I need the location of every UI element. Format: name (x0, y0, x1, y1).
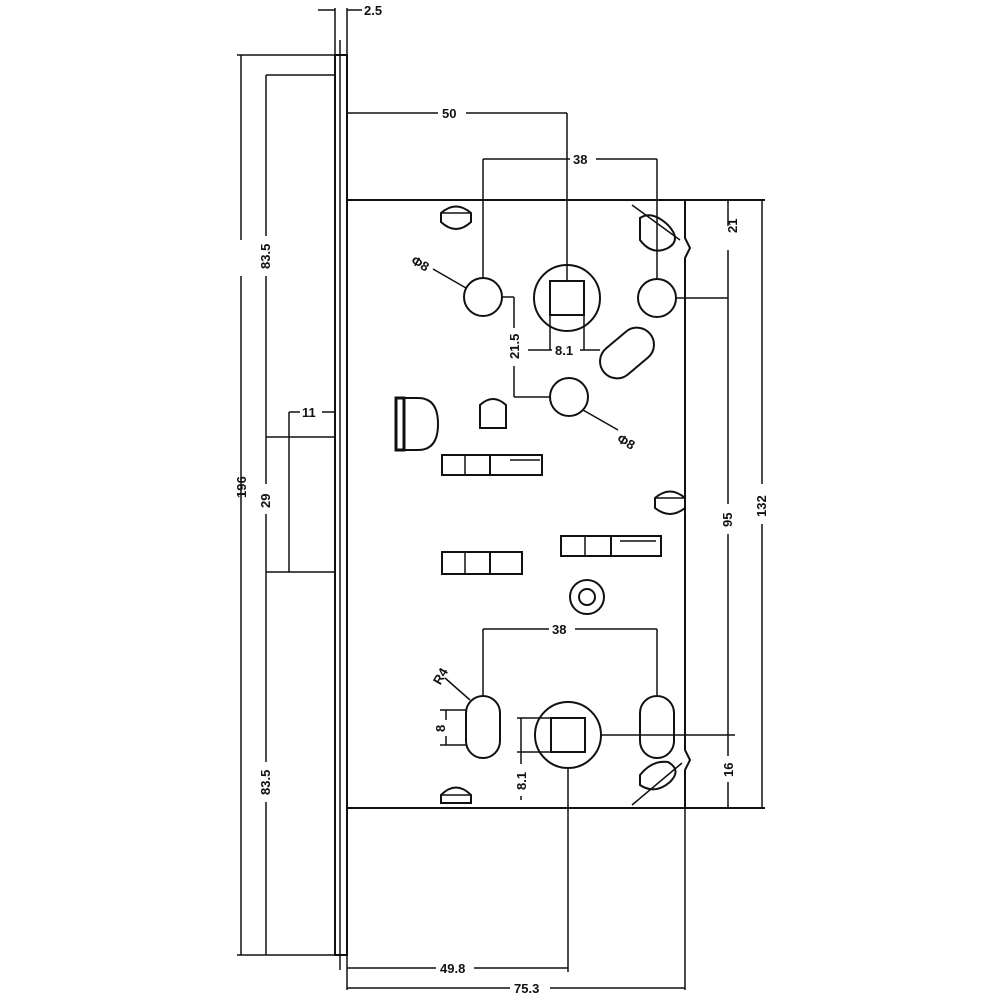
dim-centre-distance (601, 298, 735, 736)
label-slot-height: 8 (433, 725, 448, 732)
label-latch-width: 11 (302, 405, 316, 420)
washer-outer (569, 579, 605, 615)
stud-right-middle (654, 490, 686, 515)
screw-hole-middle (549, 377, 589, 417)
label-spindle-backset: 49.8 (440, 961, 465, 976)
screw-hole-top-left (463, 277, 503, 317)
dim-total-height (237, 54, 335, 956)
slot-bottom-right (639, 695, 675, 759)
label-top-offset: 21 (725, 219, 740, 233)
label-overall-depth: 75.3 (514, 981, 539, 996)
spindle-square-top (549, 280, 585, 316)
label-top-38: 38 (573, 152, 587, 167)
spindle-follower-bottom (534, 701, 602, 769)
stud-top-right (631, 204, 681, 252)
dim-faceplate-upper (265, 74, 335, 438)
screw-hole-top-right (637, 278, 677, 318)
slide-bar-upper (441, 454, 543, 476)
label-latch-height: 29 (258, 494, 273, 508)
spindle-square-bottom (550, 717, 586, 753)
leader-slot-radius (444, 677, 471, 701)
label-backset: 50 (442, 106, 456, 121)
label-bottom-38: 38 (552, 622, 566, 637)
slide-bar-lower (441, 551, 523, 575)
dim-bottom-38 (482, 628, 658, 696)
latch-opening (288, 436, 336, 573)
dim-spindle-backset (347, 768, 569, 972)
cam-oval (599, 326, 655, 380)
dim-top-38 (482, 158, 658, 279)
washer-inner (578, 588, 596, 606)
stud-bottom-left (440, 786, 472, 804)
label-faceplate-lower: 83.5 (258, 770, 273, 795)
label-screw-hole-top: Φ8 (409, 253, 432, 275)
stud-bottom-right (631, 760, 683, 806)
leader-hole-middle (582, 409, 619, 431)
label-vertical-spacing: 21.5 (507, 334, 522, 359)
label-faceplate-upper: 83.5 (258, 244, 273, 269)
slide-bar-right (560, 535, 662, 557)
label-spindle-square-bottom: 8.1 (514, 772, 529, 790)
faceplate-outline (334, 54, 348, 956)
label-total-height: 196 (234, 476, 249, 498)
label-spindle-square-top: 8.1 (555, 343, 573, 358)
label-faceplate-thickness: 2.5 (364, 3, 382, 18)
dim-backset (347, 112, 568, 282)
label-centre-distance: 95 (720, 513, 735, 527)
label-case-height: 132 (754, 495, 769, 517)
slot-bottom-left (465, 695, 501, 759)
label-slot-radius: R4 (430, 665, 452, 688)
latch-bolt (394, 396, 440, 452)
stud-center (479, 398, 507, 429)
leader-hole-top (432, 268, 467, 289)
label-bottom-offset: 16 (721, 763, 736, 777)
stud-top-left (440, 205, 472, 230)
label-screw-hole-middle: Φ8 (615, 431, 638, 453)
